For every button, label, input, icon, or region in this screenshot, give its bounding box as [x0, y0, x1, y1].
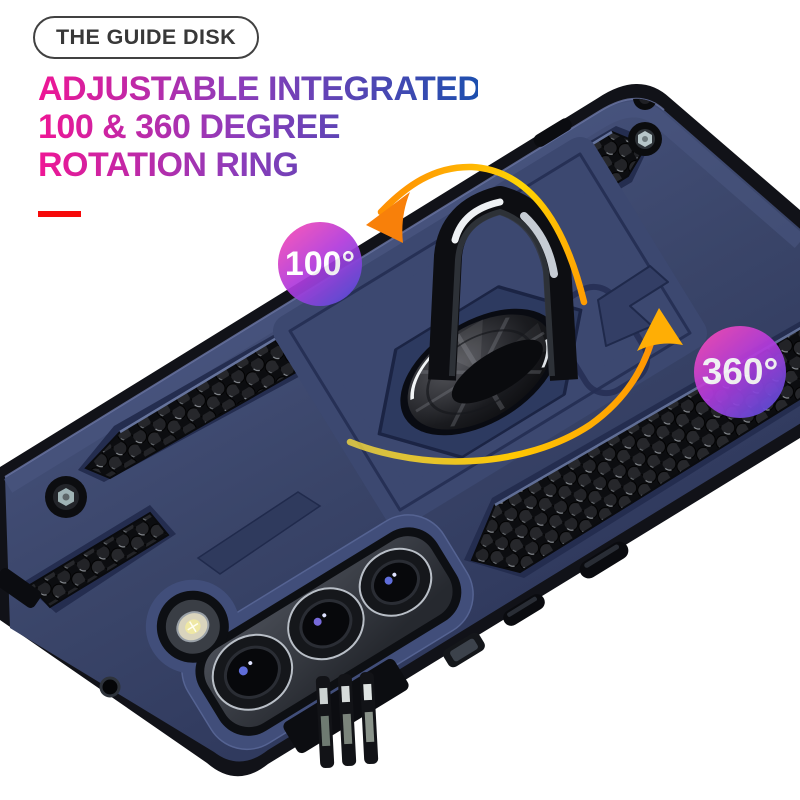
camera-lens-1 [211, 633, 294, 711]
headline-line-1: ADJUSTABLE INTEGRATED [38, 70, 482, 108]
headline-line-2: 100 & 360 DEGREE [38, 108, 340, 146]
guide-disk-pill: THE GUIDE DISK [33, 16, 260, 59]
camera-lens-3 [358, 547, 433, 617]
red-underline [38, 211, 81, 217]
spin-angle-badge: 360° [694, 326, 786, 418]
corner-screw-top [633, 98, 657, 110]
corner-accent-top [628, 122, 662, 156]
honeycomb-strip-bottom-left [22, 505, 176, 613]
camera-lens-2 [287, 587, 365, 661]
camera-cutout [145, 514, 474, 751]
headline-line-3: ROTATION RING [38, 146, 299, 184]
side-buttons [0, 118, 629, 698]
tilt-angle-badge: 100° [278, 222, 362, 306]
chevron-ridge-left [196, 491, 322, 575]
port-hole [99, 676, 121, 698]
kickstand-ring-icon [428, 186, 578, 381]
rotate-up-arrow-icon [346, 308, 683, 465]
rotate-left-arrow-icon [366, 163, 588, 306]
corner-screw-left [45, 476, 87, 518]
camera-flash [176, 611, 210, 643]
vent-slats [283, 658, 409, 769]
headline: ADJUSTABLE INTEGRATED 100 & 360 DEGREE R… [38, 70, 478, 184]
